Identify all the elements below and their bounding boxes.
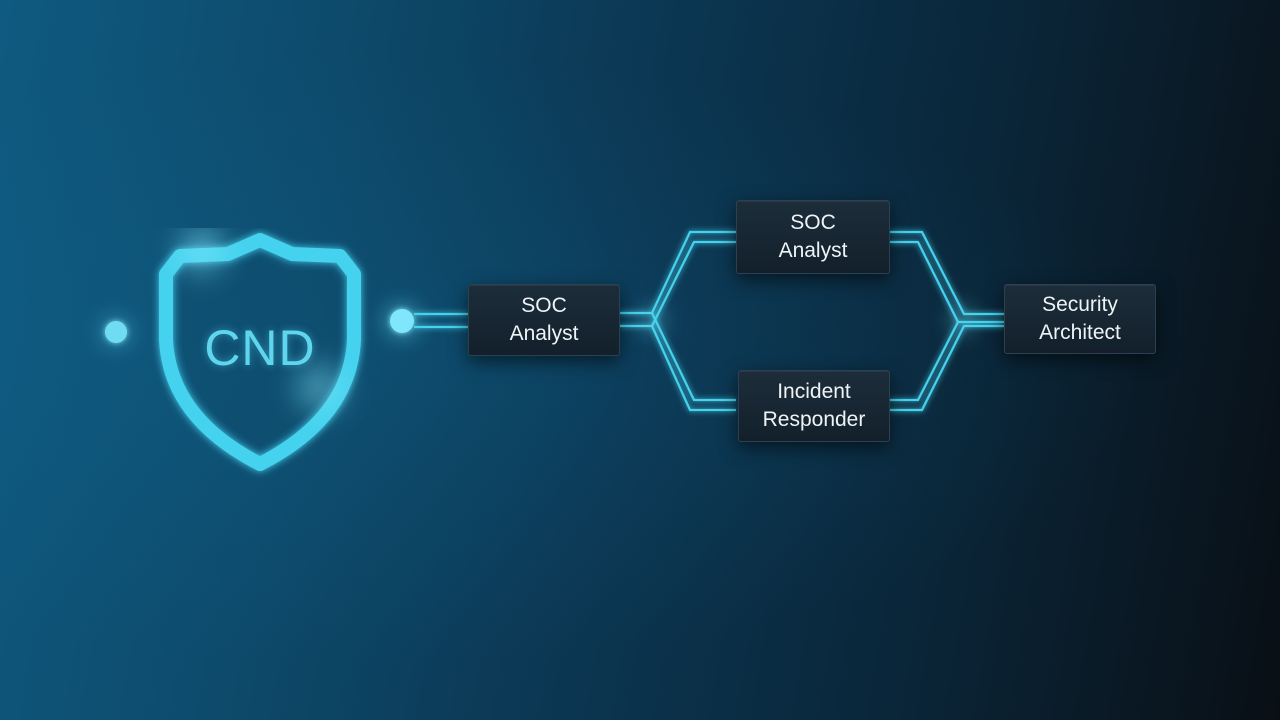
node-label-line2: Analyst — [509, 322, 579, 345]
link-upper-branch-a — [651, 230, 736, 314]
node-label-line2: Responder — [762, 408, 866, 431]
link-upper-merge-a — [890, 230, 1004, 316]
shield-label: CND — [204, 320, 316, 376]
node-label-line2: Architect — [1039, 321, 1121, 344]
link-lower-merge-b — [890, 324, 1004, 412]
node-soc-analyst-upper[interactable]: SOC Analyst — [736, 200, 890, 274]
node-soc-analyst-primary[interactable]: SOC Analyst — [468, 284, 620, 356]
left-endpoint-dot-core — [105, 321, 127, 343]
node-label-line1: Incident — [777, 380, 851, 403]
node-label-line1: SOC — [521, 294, 567, 317]
node-security-architect[interactable]: Security Architect — [1004, 284, 1156, 354]
node-label-line2: Analyst — [778, 239, 848, 262]
node-incident-responder[interactable]: Incident Responder — [738, 370, 890, 442]
link-upper-branch-b — [651, 240, 736, 327]
link-lower-branch-a — [651, 312, 736, 402]
split-junction-glow — [638, 306, 666, 334]
shield-icon — [159, 228, 361, 471]
node-label-line1: Security — [1042, 293, 1118, 316]
node-label-line1: SOC — [790, 211, 836, 234]
link-upper-merge-b — [890, 240, 959, 323]
link-lower-branch-b — [650, 325, 736, 412]
shield-output-dot — [390, 309, 414, 333]
cnd-shield: CND — [140, 228, 380, 478]
merge-junction-glow — [948, 306, 976, 334]
link-lower-merge-a — [890, 320, 1004, 402]
